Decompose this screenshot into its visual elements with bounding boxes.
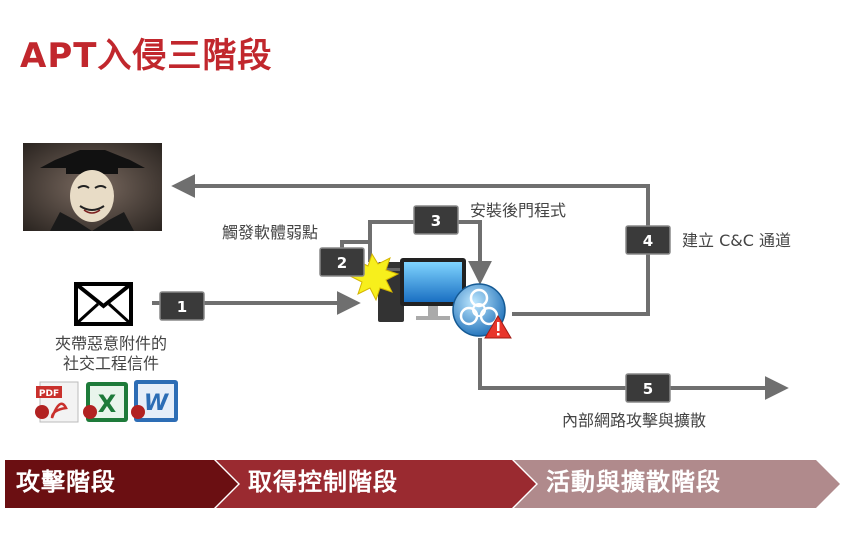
page-title: APT入侵三階段 bbox=[20, 36, 273, 76]
biohazard-globe-icon bbox=[452, 283, 506, 337]
email-label-line2: 社交工程信件 bbox=[63, 354, 159, 373]
svg-text:3: 3 bbox=[431, 212, 441, 230]
word-file-icon: W bbox=[131, 380, 178, 422]
excel-file-icon: X bbox=[83, 382, 128, 422]
svg-text:W: W bbox=[144, 391, 170, 416]
stage-label-control: 取得控制階段 bbox=[248, 468, 398, 496]
step-label-2: 觸發軟體弱點 bbox=[222, 223, 318, 242]
email-label-line1: 夾帶惡意附件的 bbox=[55, 334, 167, 353]
step-badge-4: 4 bbox=[625, 225, 671, 255]
step-badge-2: 2 bbox=[319, 247, 365, 277]
step-badge-1: 1 bbox=[159, 291, 205, 321]
hacker-image bbox=[23, 143, 162, 231]
step-badge-3: 3 bbox=[413, 205, 459, 235]
step-label-3: 安裝後門程式 bbox=[470, 201, 566, 220]
stage-chevron-attack bbox=[5, 460, 238, 508]
svg-text:1: 1 bbox=[177, 298, 187, 316]
pdf-file-icon: PDF bbox=[35, 381, 79, 423]
step-badge-5: 5 bbox=[625, 373, 671, 403]
step-label-4: 建立 C&C 通道 bbox=[682, 231, 791, 250]
stage-label-spread: 活動與擴散階段 bbox=[546, 468, 721, 496]
stage-chevron-control bbox=[216, 460, 536, 508]
arrow-step-5 bbox=[478, 338, 789, 400]
stage-label-attack: 攻擊階段 bbox=[16, 468, 116, 496]
svg-text:2: 2 bbox=[337, 254, 347, 272]
warning-icon bbox=[484, 315, 512, 339]
svg-text:4: 4 bbox=[643, 232, 653, 250]
envelope-icon bbox=[74, 282, 133, 326]
svg-text:5: 5 bbox=[643, 380, 653, 398]
svg-text:X: X bbox=[98, 390, 117, 418]
svg-text:PDF: PDF bbox=[39, 389, 59, 399]
step-label-5: 內部網路攻擊與擴散 bbox=[562, 411, 706, 430]
stage-chevron-spread bbox=[514, 460, 840, 508]
